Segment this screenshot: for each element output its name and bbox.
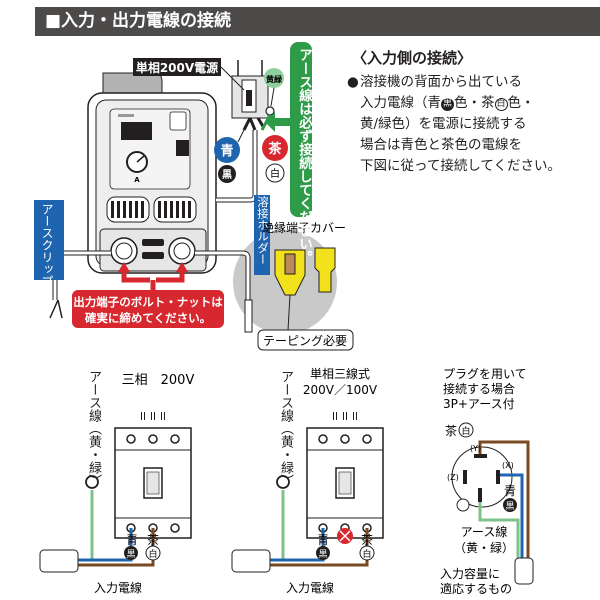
instruction-text: 色・茶 bbox=[454, 95, 495, 111]
brown-label: 茶 bbox=[147, 532, 159, 547]
cable-end bbox=[231, 549, 271, 573]
white-wire-badge bbox=[265, 163, 285, 183]
ground-callout-box bbox=[290, 42, 312, 217]
earth-clip-terminal-tag bbox=[142, 239, 164, 246]
plug-title-1: プラグを用いて bbox=[443, 367, 527, 381]
ground-wire-badge-text: 黄緑 bbox=[266, 74, 283, 84]
pin-x-label: (X) bbox=[502, 461, 514, 470]
blue-label: 青 bbox=[317, 533, 329, 547]
blue-label: 青 bbox=[504, 484, 516, 498]
welder-handle bbox=[102, 72, 163, 96]
plug-title-3: 3P+アース付 bbox=[443, 397, 515, 411]
pin-ground bbox=[478, 488, 482, 502]
terminal-cover-spare bbox=[314, 247, 336, 293]
blue-wire-badge bbox=[214, 137, 240, 163]
earth-clip-label: アースクリップ bbox=[40, 203, 54, 287]
model-plate bbox=[118, 114, 134, 117]
plug-title-2: 接続する場合 bbox=[443, 381, 515, 396]
dial-label: A bbox=[134, 176, 140, 184]
indicator-window bbox=[176, 140, 189, 156]
brown-wire bbox=[60, 528, 155, 567]
three-phase-diagram: 三相 200V 青 黒 茶 白 入力電線 bbox=[39, 373, 195, 595]
plug-cable-end bbox=[514, 557, 534, 585]
ground-ring-terminal bbox=[85, 475, 99, 489]
brown-wire-label: 茶 bbox=[268, 141, 282, 157]
black-wire-label: 黒 bbox=[222, 169, 232, 181]
instruction-text: 入力電線（青 bbox=[360, 95, 441, 111]
taping-label: テーピング必要 bbox=[263, 334, 347, 348]
instruction-line: 溶接機の背面から出ている bbox=[360, 74, 522, 90]
ground-label-1: アース線 bbox=[461, 524, 508, 539]
wiring-diagrams: 三相 200V 青 黒 茶 白 入力電線 単相三線式 200V／100V 青 黒… bbox=[39, 366, 534, 596]
pin-z bbox=[463, 470, 467, 484]
input-connection-heading: 〈入力側の接続〉 bbox=[352, 49, 473, 67]
ground-label-d2: アース線（黄・緑） bbox=[278, 370, 293, 487]
input-cable-label: 入力電線 bbox=[94, 580, 142, 595]
brown-wire-badge bbox=[262, 135, 288, 161]
power-source-label: 単相200V電源 bbox=[136, 60, 218, 75]
white-label: 白 bbox=[148, 548, 157, 560]
pin-z-label: (Z) bbox=[447, 473, 459, 482]
plug-note-1: 入力容量に bbox=[440, 566, 500, 581]
bolt-callout-line2: 確実に締めてください。 bbox=[85, 311, 211, 325]
blue-wire-label: 青 bbox=[220, 143, 233, 159]
black-label: 黒 bbox=[505, 501, 514, 512]
black-badge: 黒 bbox=[441, 98, 454, 111]
holder-terminal-tag bbox=[142, 252, 164, 259]
welder-machine: A bbox=[87, 72, 217, 274]
white-label: 白 bbox=[461, 425, 470, 437]
plug-diagram: プラグを用いて 接続する場合 3P+アース付 茶 白 (Y) (X) (Z) 青… bbox=[440, 367, 534, 596]
input-cable-label: 入力電線 bbox=[286, 580, 334, 595]
bolt-callout-line1: 出力端子のボルト・ナットは bbox=[73, 295, 223, 309]
plug-note-2: 適応するもの bbox=[440, 581, 512, 596]
instruction-line: 下図に従って接続してください。 bbox=[360, 158, 562, 174]
bolt-callout-box bbox=[72, 290, 224, 328]
ground-symbol-icon bbox=[456, 498, 470, 512]
mode-buttons bbox=[169, 111, 187, 131]
ground-label-d1: アース線（黄・緑） bbox=[86, 370, 101, 487]
terminal-cover-label: 絶縁端子カバー bbox=[262, 220, 346, 235]
power-source-label-bg bbox=[133, 58, 221, 76]
single-phase-title-1: 単相三線式 bbox=[310, 366, 370, 381]
black-label: 黒 bbox=[318, 549, 327, 560]
input-connection-instructions: ● 溶接機の背面から出ている 入力電線（青黒色・茶白色・ 黄/緑色）を電源に接続… bbox=[347, 72, 595, 177]
white-wire-label: 白 bbox=[270, 167, 280, 180]
ground-terminal bbox=[265, 106, 275, 116]
white-label: 白 bbox=[362, 548, 371, 560]
blue-label: 青 bbox=[126, 533, 138, 547]
ground-wire-badge bbox=[264, 68, 284, 88]
welding-holder-icon bbox=[244, 299, 253, 333]
instruction-line: 場合は青色と茶色の電線を bbox=[360, 137, 522, 153]
holder-label: 溶接ホルダー bbox=[256, 196, 270, 265]
bullet-icon: ● bbox=[347, 74, 359, 90]
three-phase-title: 三相 200V bbox=[122, 373, 195, 388]
instruction-text: 色・ bbox=[507, 95, 535, 111]
pin-x bbox=[496, 470, 500, 484]
brown-label: 茶 bbox=[361, 532, 373, 547]
single-phase-three-wire-diagram: 単相三線式 200V／100V 青 黒 茶 白 入力電線 bbox=[231, 366, 385, 595]
brown-label: 茶 bbox=[445, 423, 457, 438]
white-badge: 白 bbox=[494, 98, 508, 111]
pin-y-label: (Y) bbox=[470, 444, 481, 453]
earth-clip-icon bbox=[49, 299, 63, 319]
ground-callout-arrow bbox=[265, 112, 290, 132]
pin-y bbox=[474, 454, 487, 458]
ground-label-2: （黄・緑） bbox=[454, 540, 514, 555]
single-phase-title-2: 200V／100V bbox=[303, 383, 378, 397]
welder-illustration: A 単相200V電源 黄緑 青 黒 bbox=[34, 42, 354, 351]
ground-callout-text: アース線は必ず接続してください。 bbox=[296, 48, 312, 264]
black-label: 黒 bbox=[126, 549, 135, 560]
section-title: ■入力・出力電線の接続 bbox=[35, 7, 600, 36]
taping-label-box bbox=[257, 329, 354, 351]
cable-end bbox=[39, 549, 79, 573]
black-wire-badge bbox=[218, 165, 236, 183]
instruction-line: 黄/緑色）を電源に接続する bbox=[360, 116, 527, 132]
digital-display bbox=[121, 122, 152, 140]
plug-face bbox=[451, 446, 513, 508]
instruction-line: 入力電線（青黒色・茶白色・ bbox=[360, 93, 595, 114]
holder-label-bg bbox=[254, 195, 270, 275]
earth-clip-label-bg bbox=[34, 200, 64, 280]
ground-ring-terminal bbox=[276, 475, 290, 489]
